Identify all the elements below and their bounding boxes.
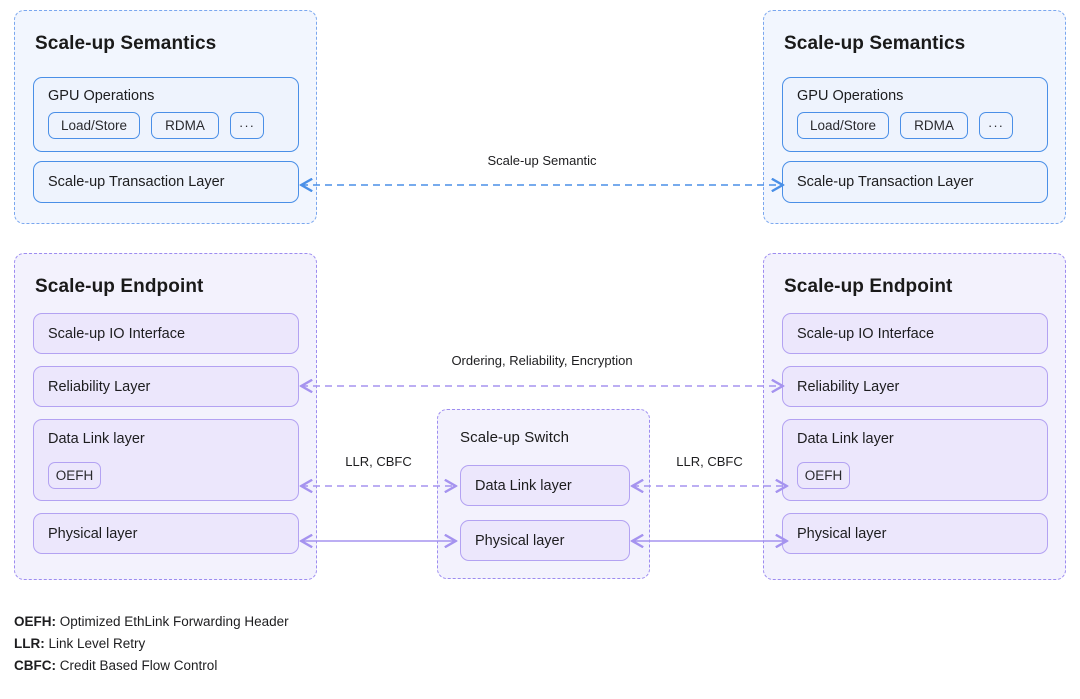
legend-row-llr: LLR: Link Level Retry bbox=[14, 633, 289, 655]
legend-abbr-cbfc: CBFC: bbox=[14, 658, 56, 673]
connector-llr-cbfc-left bbox=[297, 471, 460, 501]
panel-endpoint-left: Scale-up Endpoint Scale-up IO Interface … bbox=[14, 253, 317, 580]
panel-endpoint-right: Scale-up Endpoint Scale-up IO Interface … bbox=[763, 253, 1066, 580]
box-physical-layer-left[interactable]: Physical layer bbox=[33, 513, 299, 554]
chip-rdma-left[interactable]: RDMA bbox=[151, 112, 219, 139]
box-data-link-layer-left[interactable]: Data Link layer OEFH bbox=[33, 419, 299, 501]
ellipsis-icon: ··· bbox=[239, 117, 255, 133]
panel-title-switch: Scale-up Switch bbox=[460, 429, 570, 446]
panel-title-endpoint-right: Scale-up Endpoint bbox=[784, 276, 953, 297]
panel-switch: Scale-up Switch Data Link layer Physical… bbox=[437, 409, 650, 579]
connector-label-scale-up-semantic: Scale-up Semantic bbox=[487, 153, 597, 168]
chip-more-left[interactable]: ··· bbox=[230, 112, 264, 139]
panel-title-endpoint-left: Scale-up Endpoint bbox=[35, 276, 204, 297]
legend-text-oefh: Optimized EthLink Forwarding Header bbox=[56, 614, 289, 629]
legend: OEFH: Optimized EthLink Forwarding Heade… bbox=[14, 611, 289, 677]
gpu-operations-title-left: GPU Operations bbox=[48, 88, 155, 104]
panel-semantics-right: Scale-up Semantics GPU Operations Load/S… bbox=[763, 10, 1066, 224]
connector-physical-link-right bbox=[628, 526, 791, 556]
box-switch-physical-layer[interactable]: Physical layer bbox=[460, 520, 630, 561]
box-io-interface-right[interactable]: Scale-up IO Interface bbox=[782, 313, 1048, 354]
connector-label-llr-cbfc-left: LLR, CBFC bbox=[345, 454, 412, 469]
gpu-operations-group-left: GPU Operations Load/Store RDMA ··· bbox=[33, 77, 299, 152]
chip-oefh-right[interactable]: OEFH bbox=[797, 462, 850, 489]
chip-oefh-left[interactable]: OEFH bbox=[48, 462, 101, 489]
box-io-interface-left[interactable]: Scale-up IO Interface bbox=[33, 313, 299, 354]
legend-text-llr: Link Level Retry bbox=[44, 636, 146, 651]
box-transaction-layer-left[interactable]: Scale-up Transaction Layer bbox=[33, 161, 299, 203]
legend-text-cbfc: Credit Based Flow Control bbox=[56, 658, 218, 673]
chip-load-store-left[interactable]: Load/Store bbox=[48, 112, 140, 139]
box-data-link-layer-right[interactable]: Data Link layer OEFH bbox=[782, 419, 1048, 501]
ellipsis-icon: ··· bbox=[988, 117, 1004, 133]
connector-scale-up-semantic bbox=[297, 170, 787, 200]
chip-more-right[interactable]: ··· bbox=[979, 112, 1013, 139]
box-physical-layer-right[interactable]: Physical layer bbox=[782, 513, 1048, 554]
panel-title-semantics-left: Scale-up Semantics bbox=[35, 33, 217, 54]
legend-abbr-oefh: OEFH: bbox=[14, 614, 56, 629]
chip-rdma-right[interactable]: RDMA bbox=[900, 112, 968, 139]
gpu-operations-group-right: GPU Operations Load/Store RDMA ··· bbox=[782, 77, 1048, 152]
legend-row-oefh: OEFH: Optimized EthLink Forwarding Heade… bbox=[14, 611, 289, 633]
gpu-operations-title-right: GPU Operations bbox=[797, 88, 904, 104]
connector-label-llr-cbfc-right: LLR, CBFC bbox=[676, 454, 743, 469]
connector-ordering-reliability-encryption bbox=[297, 371, 787, 401]
box-transaction-layer-right[interactable]: Scale-up Transaction Layer bbox=[782, 161, 1048, 203]
connector-physical-link-left bbox=[297, 526, 460, 556]
connector-label-ordering-reliability-encryption: Ordering, Reliability, Encryption bbox=[451, 353, 633, 368]
box-reliability-layer-right[interactable]: Reliability Layer bbox=[782, 366, 1048, 407]
legend-row-cbfc: CBFC: Credit Based Flow Control bbox=[14, 655, 289, 677]
panel-title-semantics-right: Scale-up Semantics bbox=[784, 33, 966, 54]
box-reliability-layer-left[interactable]: Reliability Layer bbox=[33, 366, 299, 407]
legend-abbr-llr: LLR: bbox=[14, 636, 45, 651]
chip-load-store-right[interactable]: Load/Store bbox=[797, 112, 889, 139]
connector-llr-cbfc-right bbox=[628, 471, 791, 501]
panel-semantics-left: Scale-up Semantics GPU Operations Load/S… bbox=[14, 10, 317, 224]
box-switch-data-link-layer[interactable]: Data Link layer bbox=[460, 465, 630, 506]
